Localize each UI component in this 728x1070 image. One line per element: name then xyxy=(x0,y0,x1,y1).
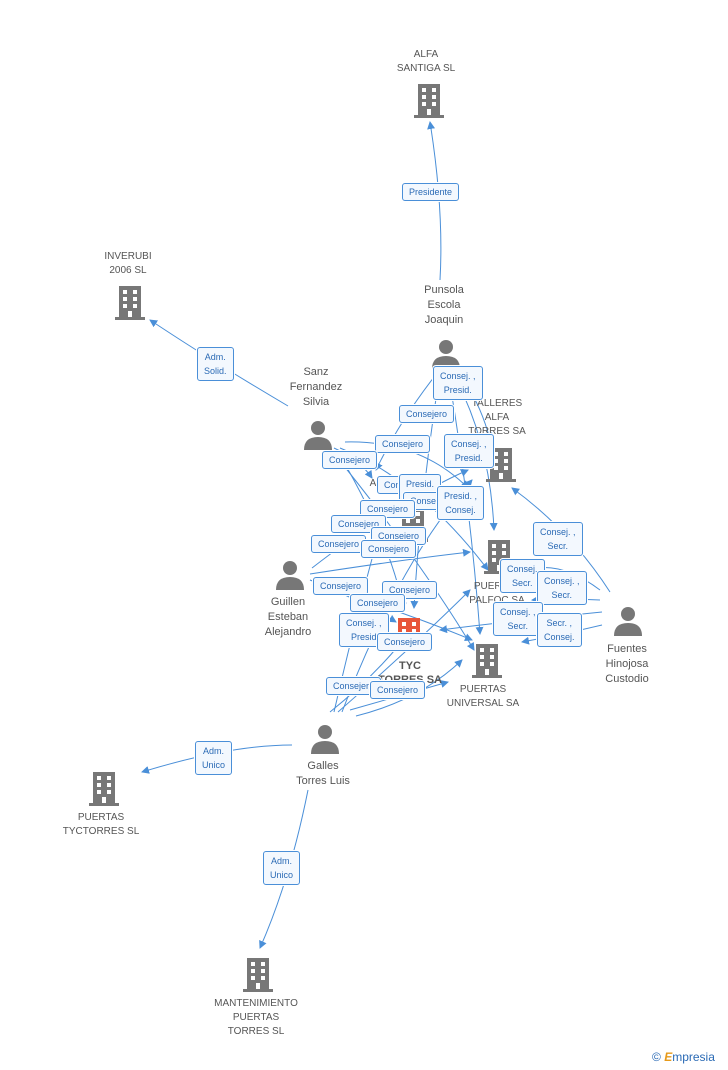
building-icon[interactable] xyxy=(486,448,516,487)
role-badge-consejero[interactable]: Consejero xyxy=(311,535,367,553)
building-icon[interactable] xyxy=(472,644,502,683)
role-badge-consej-presid[interactable]: Consej. , Presid. xyxy=(444,434,494,468)
person-label-fuentes[interactable]: Fuentes Hinojosa Custodio xyxy=(605,643,649,685)
person-icon[interactable] xyxy=(276,560,304,595)
person-icon[interactable] xyxy=(311,724,339,759)
role-badge-adm-unico[interactable]: Adm. Unico xyxy=(195,741,233,775)
role-badge-adm-unico[interactable]: Adm. Unico xyxy=(263,851,301,885)
role-badge-consejero[interactable]: Consejero xyxy=(377,633,433,651)
role-badge-consejero[interactable]: Consejero xyxy=(360,500,416,518)
role-badge-presidente[interactable]: Presidente xyxy=(402,183,460,201)
building-icon[interactable] xyxy=(243,958,273,997)
person-label-punsola[interactable]: Punsola Escola Joaquin xyxy=(424,284,464,326)
role-badge-consejero[interactable]: Consejero xyxy=(313,577,369,595)
building-icon[interactable] xyxy=(115,286,145,325)
building-icon[interactable] xyxy=(414,84,444,123)
company-label-puertas-palfoc[interactable]: PUERTAS PALFOC SA xyxy=(469,581,525,606)
copyright-symbol: © xyxy=(652,1050,661,1064)
person-label-sanz[interactable]: Sanz Fernandez Silvia xyxy=(289,366,343,408)
role-badge-consejero[interactable]: Consejero xyxy=(375,435,431,453)
role-badge-consejero[interactable]: Consejero xyxy=(399,405,455,423)
role-badge-consej-secr[interactable]: Consej. , Secr. xyxy=(533,522,583,556)
company-label-talleres-alfa[interactable]: TALLERES ALFA TORRES SA xyxy=(468,398,526,437)
person-icon[interactable] xyxy=(614,606,642,641)
role-badge-adm-solid[interactable]: Adm. Solid. xyxy=(197,347,234,381)
building-icon[interactable] xyxy=(89,772,119,811)
company-label-mantenimiento[interactable]: MANTENIMIENTO PUERTAS TORRES SL xyxy=(214,998,298,1037)
brand-logo-e: E xyxy=(664,1050,673,1064)
company-label-center-a[interactable]: A xyxy=(369,478,377,489)
role-badge-consej-secr[interactable]: Consej. , Secr. xyxy=(493,602,543,636)
role-badge-consejero[interactable]: Consejero xyxy=(361,540,417,558)
role-badge-consej-secr[interactable]: Consej. , Secr. xyxy=(537,571,587,605)
role-badge-secr-consej[interactable]: Secr. , Consej. xyxy=(537,613,582,647)
company-label-puertas-tyctorres[interactable]: PUERTAS TYCTORRES SL xyxy=(62,812,140,837)
edge-punsola-alfa-santiga xyxy=(427,121,442,281)
company-label-alfa-santiga[interactable]: ALFA SANTIGA SL xyxy=(396,49,456,74)
role-badge-presid-consej[interactable]: Presid. , Consej. xyxy=(437,486,485,520)
role-badge-consejero[interactable]: Consejero xyxy=(322,451,378,469)
role-badge-consejero[interactable]: Consejero xyxy=(350,594,406,612)
edge-guillen-palfoc xyxy=(309,548,471,575)
person-icon[interactable] xyxy=(432,339,460,374)
person-icon[interactable] xyxy=(304,420,332,455)
company-label-puertas-universal[interactable]: PUERTAS UNIVERSAL SA xyxy=(446,684,520,709)
role-badge-consej-presid[interactable]: Consej. , Presid. xyxy=(433,366,483,400)
brand-logo-text: mpresia xyxy=(672,1050,715,1064)
person-label-guillen[interactable]: Guillen Esteban Alejandro xyxy=(264,596,312,638)
company-label-inverubi[interactable]: INVERUBI 2006 SL xyxy=(104,251,152,276)
person-label-galles[interactable]: Galles Torres Luis xyxy=(296,760,350,787)
footer-brand[interactable]: © Empresia xyxy=(652,1050,715,1064)
role-badge-consejero[interactable]: Consejero xyxy=(370,681,426,699)
